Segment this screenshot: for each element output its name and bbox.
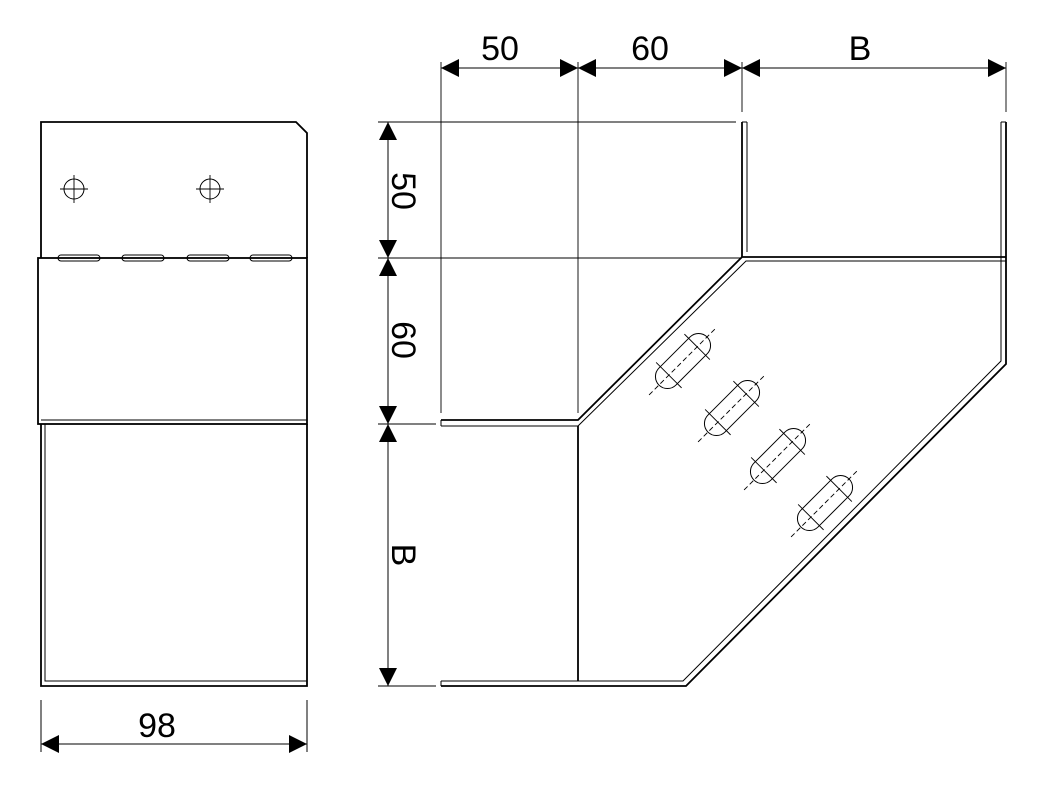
slotted-hole-icon [697,373,767,443]
side-view-top-plate [40,121,308,258]
side-view: 98 [37,121,308,753]
dimension-50-top-label: 50 [481,30,519,68]
slotted-hole-icon [743,421,813,491]
plan-view: 50 60 B 50 60 B [378,30,1007,687]
bolt-hole-right-icon [196,175,224,203]
fold-slot [249,254,293,262]
dimension-b-top-label: B [849,30,872,68]
bolt-hole-left-icon [60,175,88,203]
slotted-hole-icon [790,468,860,538]
slotted-hole-icon [648,326,718,396]
side-view-lower-section [40,424,308,687]
lower-section-inner-line [44,424,307,682]
outer-edge-return [441,122,1002,682]
dimension-60-side-label: 60 [384,321,422,359]
inner-edge-upper [441,256,1006,421]
fold-slots [57,254,293,262]
dimension-50-side-label: 50 [384,172,422,210]
side-view-middle-band [37,257,308,425]
dimension-60-top-label: 60 [631,30,669,68]
inner-edge-upper-return [441,260,1006,427]
fold-slot [121,254,165,262]
fold-slot [186,254,230,262]
fold-slot [57,254,101,262]
dimension-98-label: 98 [138,707,176,745]
outer-edge [441,122,1007,687]
dimension-b-side-label: B [384,544,422,567]
